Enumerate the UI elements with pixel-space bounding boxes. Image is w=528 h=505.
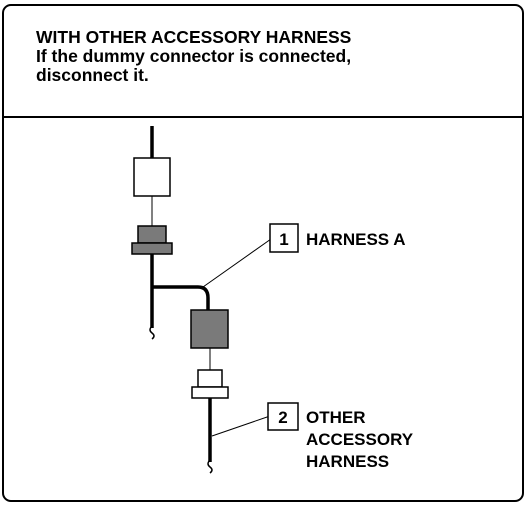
accessory-wire-break: [207, 459, 213, 474]
accessory-connector: [191, 369, 229, 399]
dummy-connector: [131, 225, 173, 255]
callout-2-box: [267, 402, 299, 431]
instruction-line-2: If the dummy connector is connected,: [36, 46, 352, 66]
callout-2-label-line-1: OTHER: [306, 408, 366, 427]
instruction-title: WITH OTHER ACCESSORY HARNESS: [36, 27, 352, 47]
instruction-header: WITH OTHER ACCESSORY HARNESS If the dumm…: [4, 6, 522, 118]
top-white-connector: [133, 157, 171, 197]
callout-1-label: HARNESS A: [306, 230, 406, 249]
harness-a-connector: [190, 309, 229, 349]
callout-1-box: [269, 223, 299, 253]
callout-2-label-line-2: ACCESSORY: [306, 430, 414, 449]
callout-2-leader: [211, 415, 271, 437]
callout-1-leader: [202, 238, 272, 288]
main-wire-break: [149, 325, 155, 340]
callout-1-number: 1: [279, 230, 288, 249]
instruction-text: WITH OTHER ACCESSORY HARNESS If the dumm…: [36, 28, 351, 85]
instruction-line-3: disconnect it.: [36, 65, 149, 85]
callout-2-label-line-3: HARNESS: [306, 452, 389, 471]
instruction-panel: WITH OTHER ACCESSORY HARNESS If the dumm…: [2, 4, 524, 502]
harness-a-wire: [150, 254, 210, 328]
callout-2-number: 2: [278, 408, 287, 427]
